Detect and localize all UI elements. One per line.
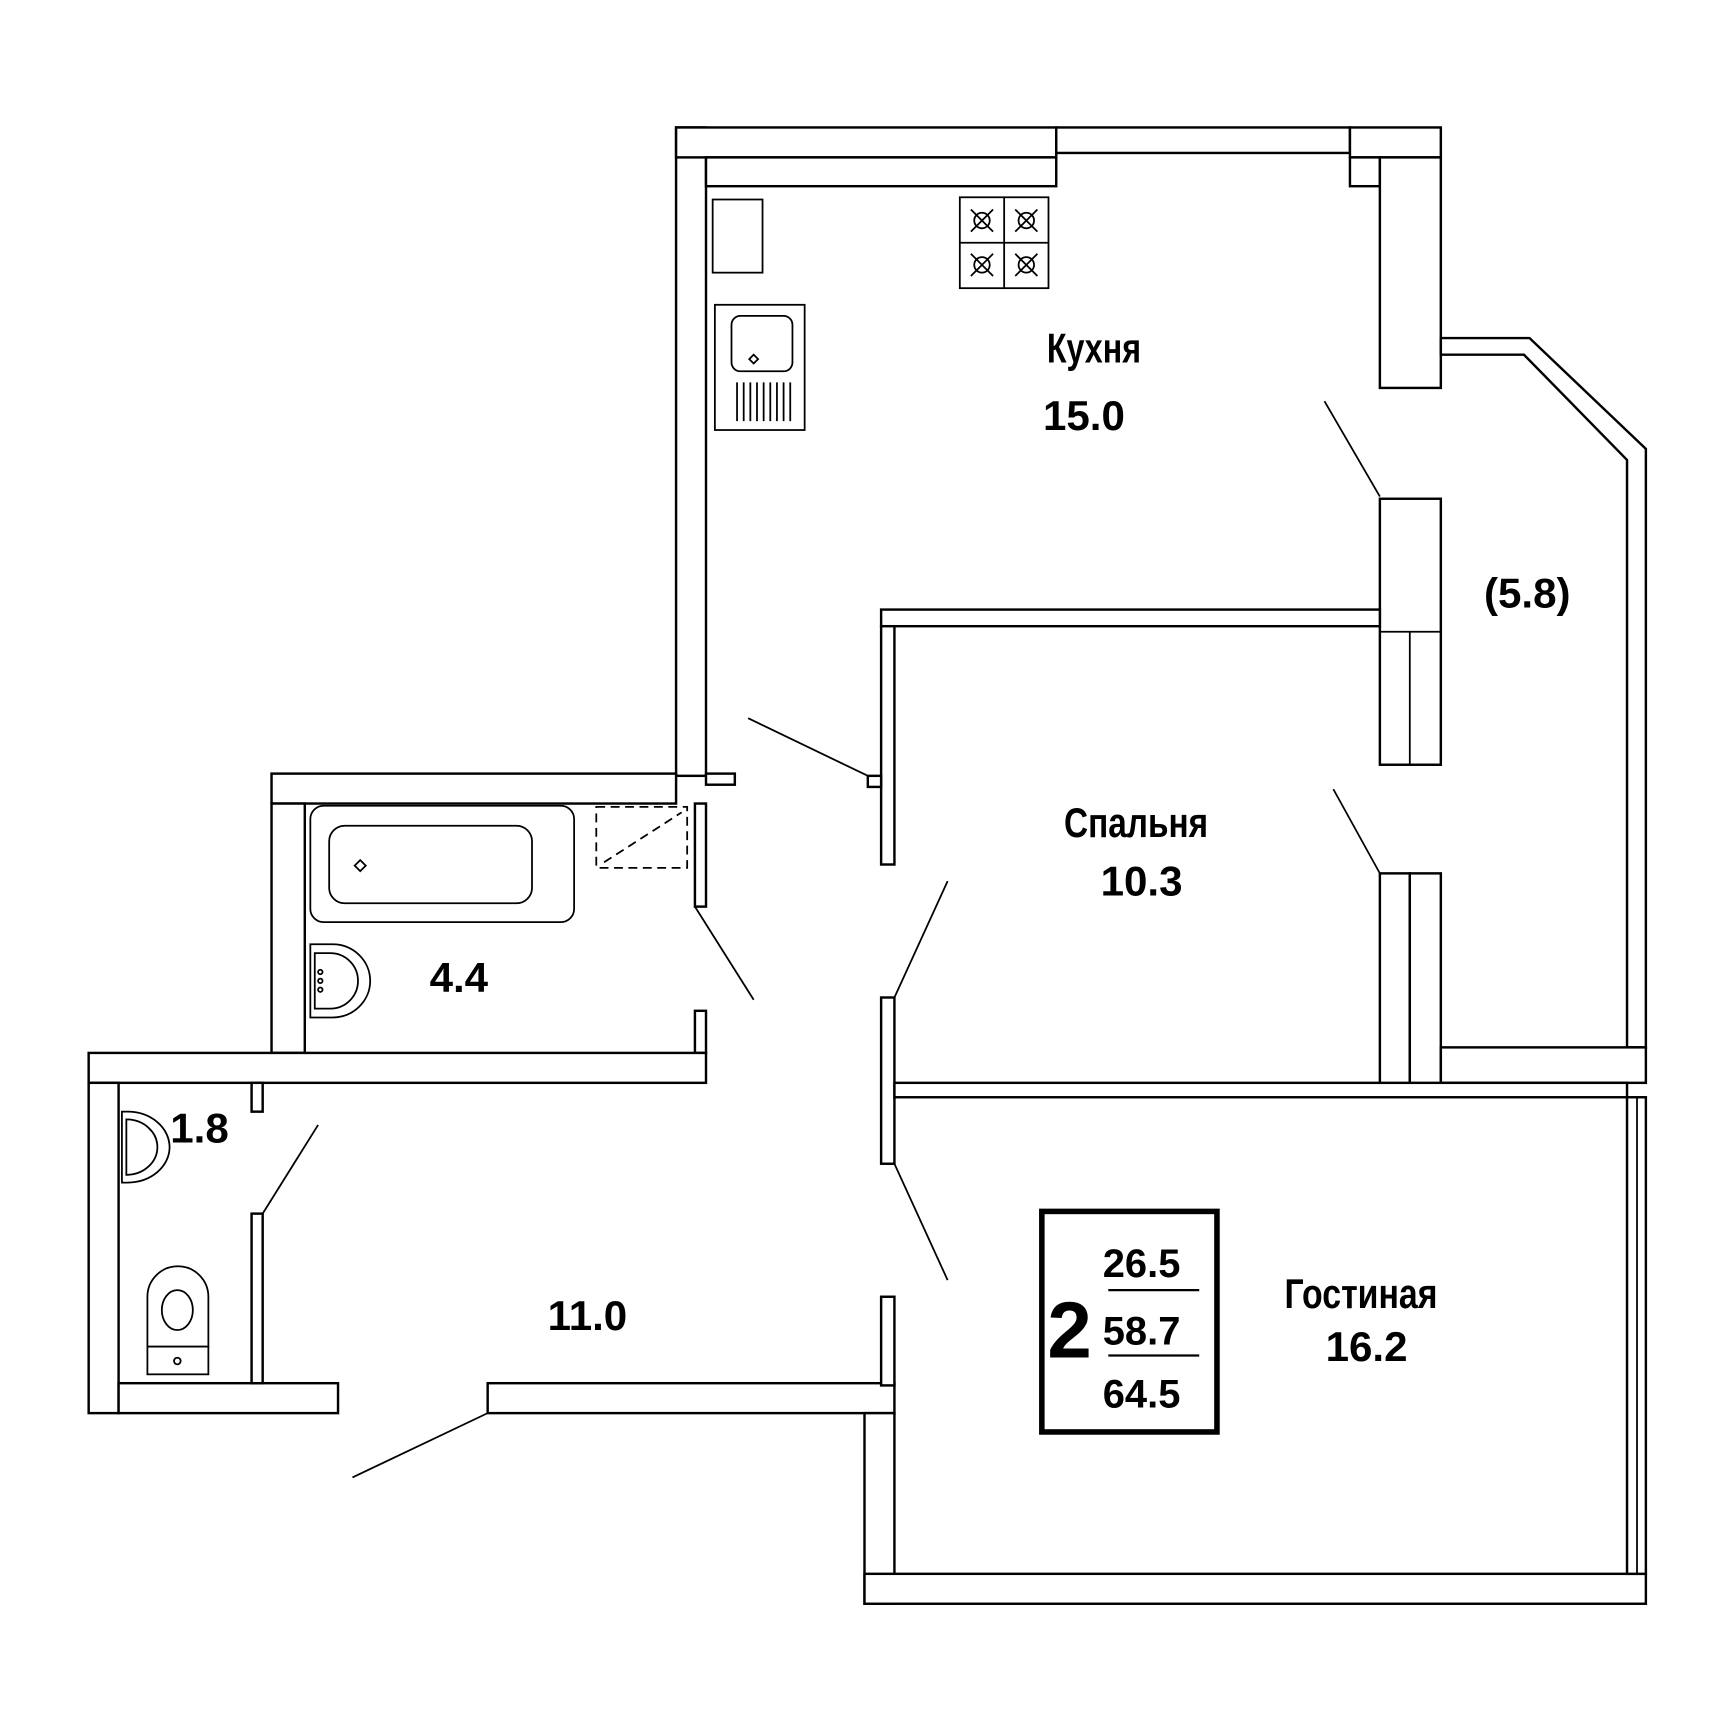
hall-area: 11.0 [548, 1292, 628, 1339]
stove-icon [958, 196, 1050, 290]
kitchen-sink-icon [713, 303, 806, 431]
wc-area: 1.8 [170, 1105, 229, 1152]
bathroom-area: 4.4 [430, 954, 489, 1001]
fridge-icon [711, 198, 764, 274]
bathtub-icon [309, 804, 576, 924]
total-area: 58.7 [1103, 1309, 1181, 1353]
bedroom-name: Спальня [1064, 799, 1208, 846]
door-swings [261, 400, 1381, 1479]
living-name: Гостиная [1285, 1270, 1438, 1317]
kitchen-name: Кухня [1047, 324, 1141, 371]
bathroom-sink-icon [309, 943, 372, 1019]
living-area: 16.2 [1326, 1323, 1408, 1370]
total-area-with-balcony: 64.5 [1103, 1373, 1181, 1417]
room-labels: Кухня 15.0 (5.8) Спальня 10.3 4.4 1.8 11… [170, 324, 1570, 1370]
kitchen-area: 15.0 [1043, 392, 1125, 439]
wc-sink-icon [121, 1110, 171, 1184]
washing-machine-icon [595, 805, 689, 869]
fixtures [121, 196, 1050, 1376]
apartment-summary-box: 2 26.5 58.7 64.5 [1039, 1208, 1220, 1435]
living-area-total: 26.5 [1103, 1242, 1181, 1286]
bedroom-area: 10.3 [1101, 858, 1183, 905]
balcony-area: (5.8) [1484, 569, 1571, 616]
toilet-icon [146, 1265, 210, 1376]
walls [87, 126, 1648, 1605]
rooms-count: 2 [1047, 1286, 1091, 1375]
